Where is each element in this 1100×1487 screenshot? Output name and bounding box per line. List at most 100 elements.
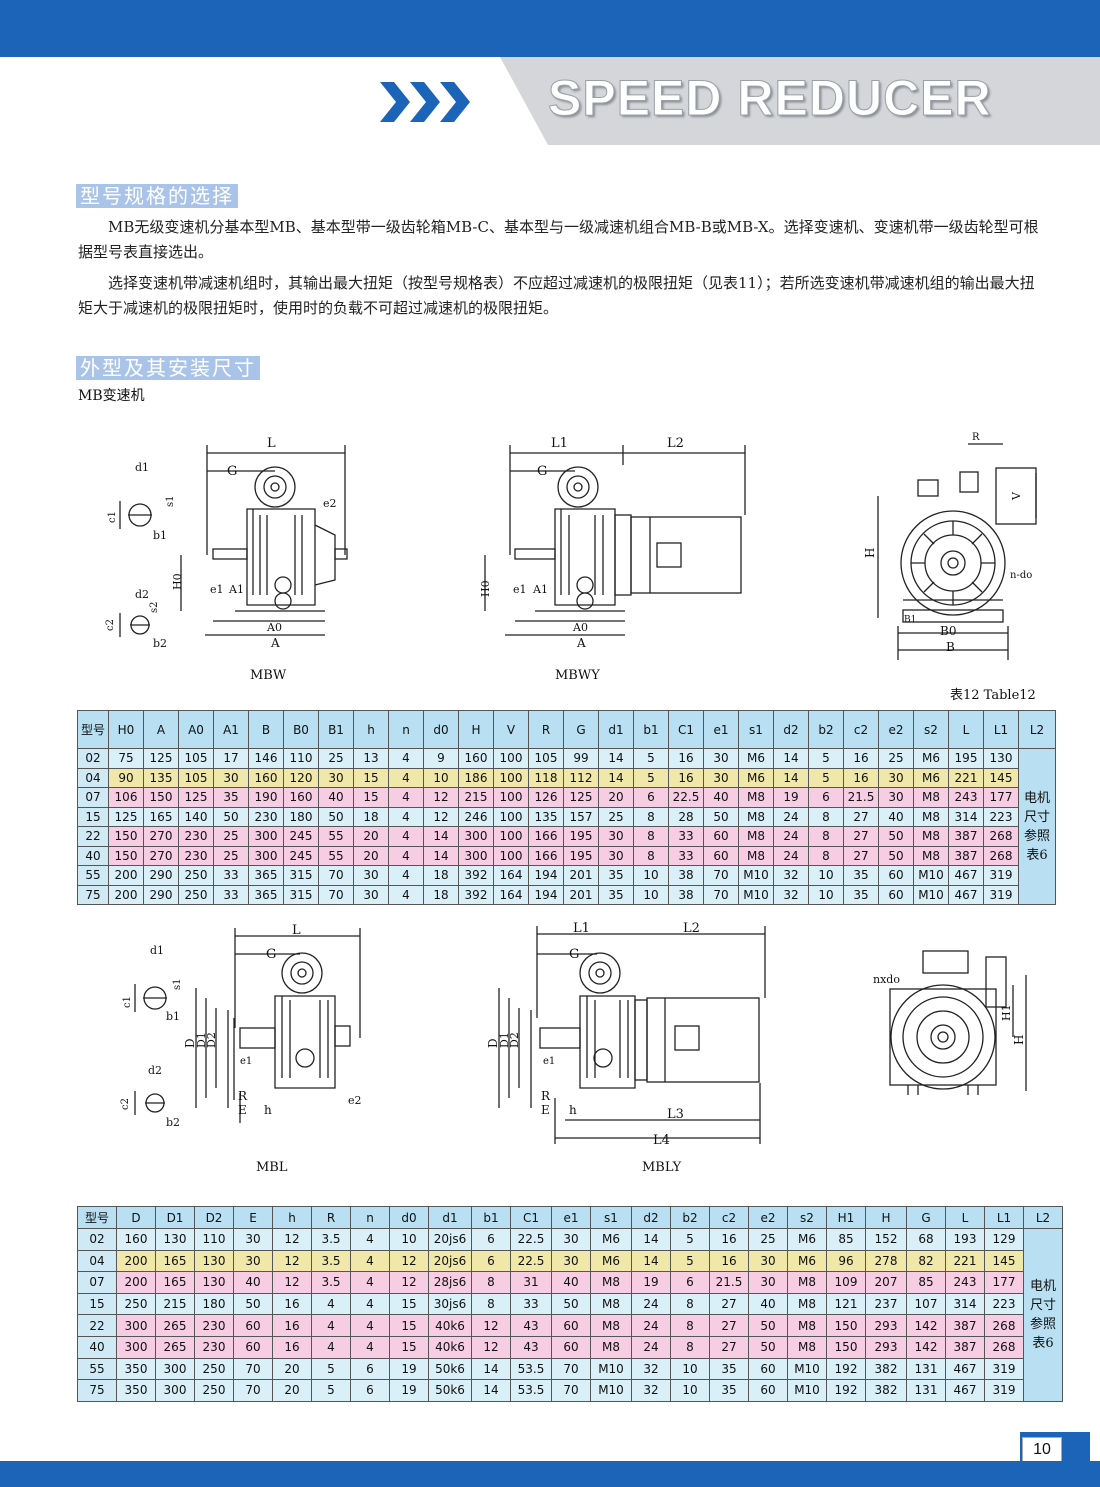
header-band: SPEED REDUCER [0,57,1100,145]
table12-cell: 35 [598,865,634,886]
table13-cell: 8 [670,1335,710,1359]
table13-cell: 145 [984,1249,1024,1273]
table12-header-cell: d0 [423,710,459,749]
table13-cell: 50k6 [428,1379,472,1402]
table12-cell: M6 [913,767,949,788]
table13-cell: 15 [389,1335,429,1359]
table13-cell: 20 [272,1379,312,1402]
table13-cell: 4 [311,1314,351,1337]
table12-cell: 100 [493,826,529,847]
table12-cell: 387 [948,826,984,847]
table12-cell: 160 [283,787,319,808]
table12-cell: 21.5 [843,787,879,808]
table12-cell: 150 [108,845,144,866]
table12-cell: 35 [598,884,634,905]
table13-model-cell: 04 [77,1249,117,1273]
table12-cell: 70 [703,865,739,886]
table12-cell: 5 [633,748,669,769]
table12-cell: 112 [563,767,599,788]
table12-cell: 166 [528,845,564,866]
table12-cell: 60 [878,884,914,905]
table12-header-cell: e1 [703,710,739,749]
table13-cell: 12 [272,1271,312,1294]
table12-cell: 190 [248,787,284,808]
table13-cell: M6 [590,1228,632,1251]
table13-header-cell: e2 [748,1206,788,1229]
table12-cell: 230 [178,826,214,847]
table12-cell: 14 [773,767,809,788]
table13-header-cell: L2 [1023,1206,1063,1229]
dim-nxdo: nxdo [873,973,900,986]
table13-cell: M6 [787,1228,827,1251]
dim-L3: L3 [667,1107,684,1122]
page-number: 10 [1022,1437,1062,1463]
dim-D2: D2 [205,1032,218,1048]
table13-cell: 8 [471,1292,511,1316]
table12-cell: 105 [528,748,564,769]
dim-L1-mbwy: L1 [551,436,568,451]
table13-cell: 50 [748,1314,788,1337]
paragraph-1: MB无级变速机分基本型MB、基本型带一级齿轮箱MB-C、基本型与一级减速机组合M… [78,218,1039,261]
table13-cell: 131 [906,1379,946,1402]
table13-cell: 30 [233,1249,273,1273]
table12-header-cell: H0 [108,710,144,749]
table12-cell: 4 [388,826,424,847]
dim-e1-mbly: e1 [543,1056,555,1067]
table12-cell: 300 [248,826,284,847]
table12-cell: 105 [178,748,214,769]
table13-cell: 12 [471,1314,511,1337]
table13-cell: 250 [116,1292,156,1316]
table12-header-cell: B [248,710,284,749]
table12-cell: 246 [458,806,494,827]
table13-model-cell: 22 [77,1314,117,1337]
table12-cell: 13 [353,748,389,769]
table12-cell: 4 [388,767,424,788]
table13-header-cell: D2 [194,1206,234,1229]
table13-cell: 165 [155,1271,195,1294]
table13-cell: 60 [748,1357,788,1381]
table13-cell: 60 [551,1335,591,1359]
table13-cell: 14 [471,1357,511,1381]
table13-cell: 4 [350,1228,390,1251]
table12-cell: 140 [178,806,214,827]
table13-cell: 5 [670,1228,710,1251]
table13-model-cell: 07 [77,1271,117,1294]
dim-b1: b1 [153,529,167,542]
table12-cell: 180 [283,806,319,827]
table12-cell: 125 [108,806,144,827]
dim-c1: c1 [107,511,118,523]
dim-D1-mbly: D1 [498,1032,511,1048]
table12-cell: 9 [423,748,459,769]
table12-cell: M10 [738,884,774,905]
dim-G: G [227,464,237,479]
dim-E: E [238,1103,247,1117]
table13-cell: 70 [233,1379,273,1402]
table13-cell: 314 [945,1292,985,1316]
table13-cell: 53.5 [510,1379,552,1402]
table12-cell: 38 [668,865,704,886]
table12-cell: 90 [108,767,144,788]
table12-cell: 33 [213,865,249,886]
table12-header-cell: h [353,710,389,749]
dim-D1: D1 [195,1032,208,1048]
table12-cell: M8 [738,806,774,827]
dim-d2: d2 [135,588,149,601]
table13-cell: 160 [116,1228,156,1251]
table13-cell: 142 [906,1314,946,1337]
table13-header-cell: L1 [984,1206,1024,1229]
table12-cell: 70 [703,884,739,905]
drawing-label-mbl: MBL [256,1160,288,1175]
table13-cell: 131 [906,1357,946,1381]
table12-cell: 145 [983,767,1019,788]
table12-cell: 157 [563,806,599,827]
table12-header-cell: e2 [878,710,914,749]
table12-cell: 4 [388,865,424,886]
table12-cell: 20 [353,826,389,847]
table12-cell: 55 [318,826,354,847]
table12-header-cell: A1 [213,710,249,749]
table12-cell: 40 [318,787,354,808]
table13-cell: 21.5 [709,1271,749,1294]
